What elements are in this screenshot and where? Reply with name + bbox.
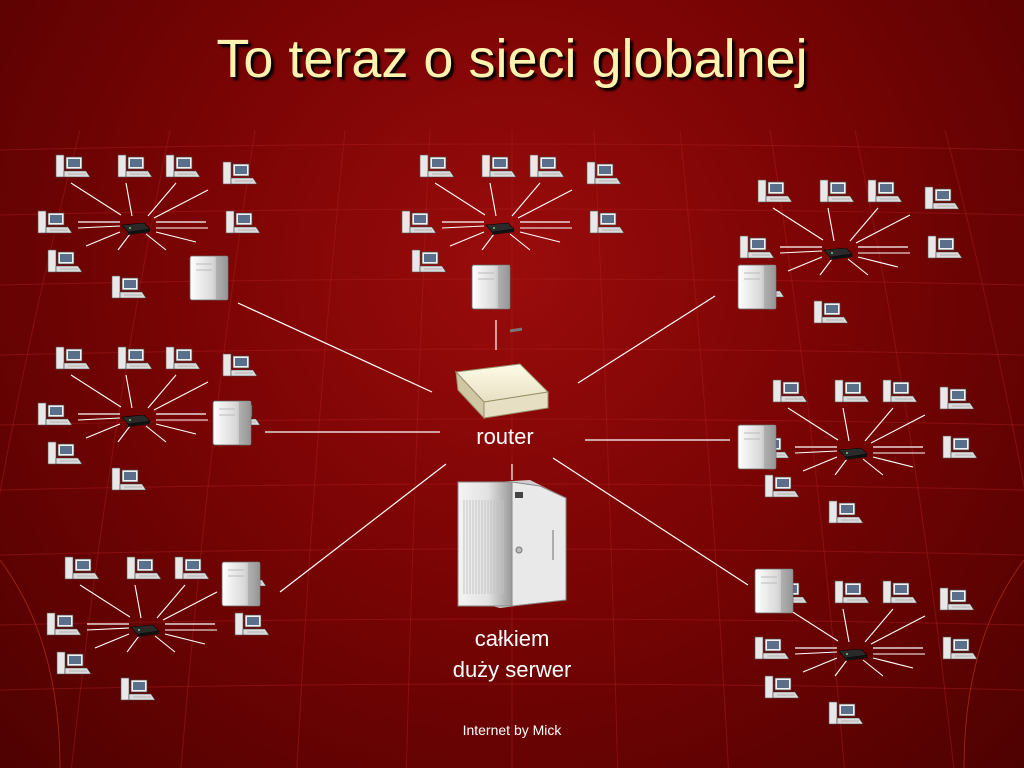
computer-icon — [939, 587, 975, 611]
computer-icon — [942, 435, 978, 459]
computer-icon — [64, 556, 100, 580]
computer-icon — [939, 386, 975, 410]
computer-icon — [834, 580, 870, 604]
computer-icon — [828, 701, 864, 725]
computer-icon — [739, 235, 775, 259]
computer-icon — [589, 210, 625, 234]
computer-icon — [47, 441, 83, 465]
computer-icon — [120, 677, 156, 701]
computer-icon — [834, 379, 870, 403]
lan-bottom-left — [46, 556, 270, 701]
computer-icon — [481, 154, 517, 178]
main-server-icon — [457, 480, 567, 608]
server-label-line2: duży serwer — [452, 657, 572, 682]
server-icon — [212, 400, 252, 446]
computer-icon — [942, 636, 978, 660]
computer-icon — [813, 300, 849, 324]
hub-icon — [121, 414, 151, 427]
computer-icon — [924, 186, 960, 210]
computer-icon — [55, 346, 91, 370]
computer-icon — [37, 402, 73, 426]
computer-icon — [222, 353, 258, 377]
computer-icon — [764, 675, 800, 699]
server-icon — [737, 424, 777, 470]
wan-links — [237, 295, 749, 593]
computer-icon — [117, 346, 153, 370]
lan-top-center — [401, 154, 625, 310]
computer-icon — [47, 249, 83, 273]
computer-icon — [882, 379, 918, 403]
hub-icon — [838, 447, 868, 460]
computer-icon — [764, 474, 800, 498]
wan-link — [237, 302, 433, 393]
computer-icon — [819, 179, 855, 203]
computer-icon — [225, 210, 261, 234]
computer-icon — [754, 636, 790, 660]
computer-icon — [174, 556, 210, 580]
lan-top-right — [737, 179, 963, 324]
computer-icon — [56, 651, 92, 675]
computer-icon — [165, 346, 201, 370]
computer-icon — [401, 210, 437, 234]
server-icon — [737, 264, 777, 310]
hub-icon — [823, 247, 853, 260]
computer-icon — [411, 249, 447, 273]
computer-icon — [126, 556, 162, 580]
router-icon — [454, 327, 550, 420]
computer-icon — [55, 154, 91, 178]
computer-icon — [111, 467, 147, 491]
hub-icon — [485, 222, 515, 235]
computer-icon — [165, 154, 201, 178]
computer-icon — [586, 161, 622, 185]
server-icon — [189, 255, 229, 301]
core-node — [454, 327, 567, 608]
server-icon — [471, 264, 511, 310]
lan-groups — [37, 154, 978, 725]
hub-icon — [838, 648, 868, 661]
lan-top-left — [37, 154, 261, 301]
computer-icon — [37, 210, 73, 234]
lan-bottom-right — [754, 568, 978, 725]
computer-icon — [529, 154, 565, 178]
computer-icon — [757, 179, 793, 203]
computer-icon — [828, 500, 864, 524]
computer-icon — [772, 379, 808, 403]
wan-link — [577, 295, 716, 384]
hub-icon — [121, 222, 151, 235]
server-icon — [754, 568, 794, 614]
router-label: router — [476, 424, 534, 449]
computer-icon — [867, 179, 903, 203]
computer-icon — [46, 612, 82, 636]
computer-icon — [117, 154, 153, 178]
hub-icon — [130, 624, 160, 637]
computer-icon — [234, 612, 270, 636]
computer-icon — [222, 161, 258, 185]
slide-title: To teraz o sieci globalnej — [216, 29, 808, 89]
server-label-line1: całkiem — [474, 626, 550, 651]
slide-footer: Internet by Mick — [462, 722, 562, 738]
wan-link — [279, 463, 447, 593]
computer-icon — [111, 275, 147, 299]
lan-middle-left — [37, 346, 261, 491]
lan-middle-right — [737, 379, 978, 524]
computer-icon — [419, 154, 455, 178]
wan-link — [552, 457, 749, 586]
computer-icon — [882, 580, 918, 604]
server-icon — [221, 561, 261, 607]
computer-icon — [927, 235, 963, 259]
